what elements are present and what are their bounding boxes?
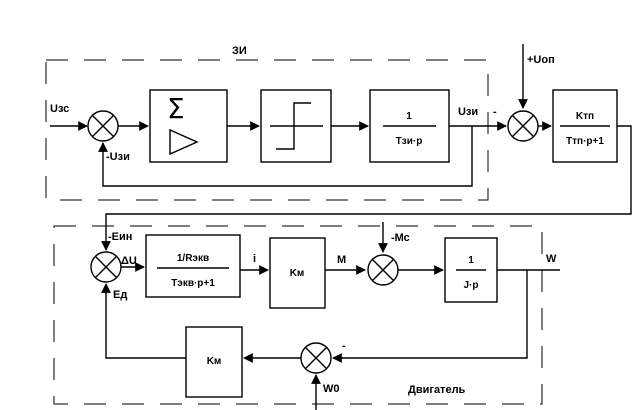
- summing-junction-zi: [87, 110, 119, 142]
- signal-delta-u: ΔU: [121, 255, 137, 267]
- zi-group-label: ЗИ: [232, 45, 247, 57]
- zi-tf-denominator: Tзи·p: [396, 136, 423, 147]
- ktp-numerator: Kтп: [576, 111, 594, 122]
- signal-minus-fb: -: [342, 340, 346, 352]
- signal-current-i: i: [253, 253, 256, 265]
- signal-load-torque: -Мс: [391, 232, 410, 244]
- signal-u-op: +Uоп: [527, 54, 555, 66]
- emf-constant-block: [185, 326, 243, 398]
- zi-group-border: [45, 59, 489, 201]
- km-feedback-label: Kм: [207, 356, 222, 367]
- signal-u-zi-fb: -Uзи: [106, 151, 130, 163]
- rekv-denominator: Tэкв·p+1: [171, 278, 215, 289]
- wire-speed-feedback: [332, 270, 528, 363]
- signal-u-zc: Uзс: [50, 103, 69, 115]
- wire-ktp-to-motor: [101, 125, 632, 251]
- motor-group-label: Двигатель: [408, 384, 466, 396]
- km-forward-label: Kм: [290, 268, 305, 279]
- wire-zi-feedback: [98, 126, 473, 187]
- jp-denominator: J·p: [464, 280, 479, 291]
- motor-group-border: [53, 225, 543, 405]
- summing-junction-motor: [90, 251, 122, 283]
- integrator-sigma-symbol: Σ: [167, 92, 185, 125]
- summing-junction-torque: [367, 254, 399, 286]
- signal-torque-m: M: [337, 254, 346, 266]
- amplifier-triangle-icon: [169, 128, 199, 156]
- jp-numerator: 1: [468, 255, 474, 266]
- signal-w0: W0: [323, 383, 340, 395]
- rekv-numerator: 1/Rэкв: [177, 253, 209, 264]
- summing-junction-top: [507, 110, 539, 142]
- ktp-denominator: Tтп·p+1: [566, 136, 604, 147]
- signal-u-zi-out: Uзи: [458, 106, 478, 118]
- integrator-block: [149, 89, 228, 163]
- signal-e-in: -Еин: [108, 231, 132, 243]
- armature-circuit-block: [145, 234, 241, 298]
- torque-constant-block: [269, 237, 326, 309]
- signal-minus-top: -: [493, 106, 497, 118]
- summing-junction-emf: [300, 342, 332, 374]
- wire-emf-feedback: [101, 283, 186, 359]
- zi-tf-numerator: 1: [406, 111, 412, 122]
- signal-e-d: Ед: [113, 289, 127, 301]
- signal-speed-w: W: [546, 253, 557, 265]
